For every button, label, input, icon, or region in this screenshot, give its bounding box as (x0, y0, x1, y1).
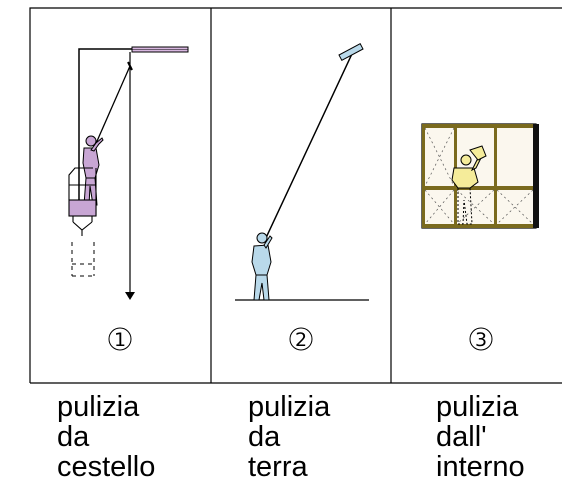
caption-3-line-2: dall' (436, 421, 487, 453)
caption-3-line-3: interno (436, 451, 525, 483)
caption-1-line-1: pulizia (57, 391, 140, 423)
caption-3: pulizia dall' interno (436, 392, 525, 482)
gondola-basket (68, 167, 97, 236)
panel-2-drawing: 2 (235, 43, 369, 351)
caption-3-line-1: pulizia (436, 391, 519, 423)
panel-1-drawing: 1 (68, 46, 189, 351)
panel-grid (29, 7, 562, 384)
panel-2-number-circle (289, 327, 313, 351)
telescopic-pole (265, 53, 353, 239)
panel-1-number: 1 (114, 329, 126, 351)
ghost-basket (71, 242, 95, 277)
caption-1-line-2: da (57, 421, 90, 453)
panel-1-number-circle (108, 327, 132, 351)
worker-standing (251, 232, 273, 301)
squeegee-head-icon (338, 43, 364, 61)
worker-in-basket (82, 135, 104, 206)
panel-3-number: 3 (475, 329, 487, 351)
down-arrow-icon (125, 292, 135, 300)
caption-1: pulizia da cestello (57, 392, 155, 482)
window-frame (421, 123, 539, 229)
panel-2-number: 2 (295, 329, 307, 351)
cleaning-pole (93, 65, 131, 149)
roof-davit (78, 46, 189, 215)
caption-2-line-1: pulizia (248, 391, 331, 423)
caption-2: pulizia da terra (248, 392, 330, 482)
caption-2-line-2: da (248, 421, 281, 453)
panel-3-number-circle (469, 327, 493, 351)
caption-2-line-3: terra (248, 451, 308, 483)
cloth-icon (469, 145, 487, 161)
caption-1-line-3: cestello (57, 451, 156, 483)
panel-3-drawing: 3 (421, 123, 539, 351)
